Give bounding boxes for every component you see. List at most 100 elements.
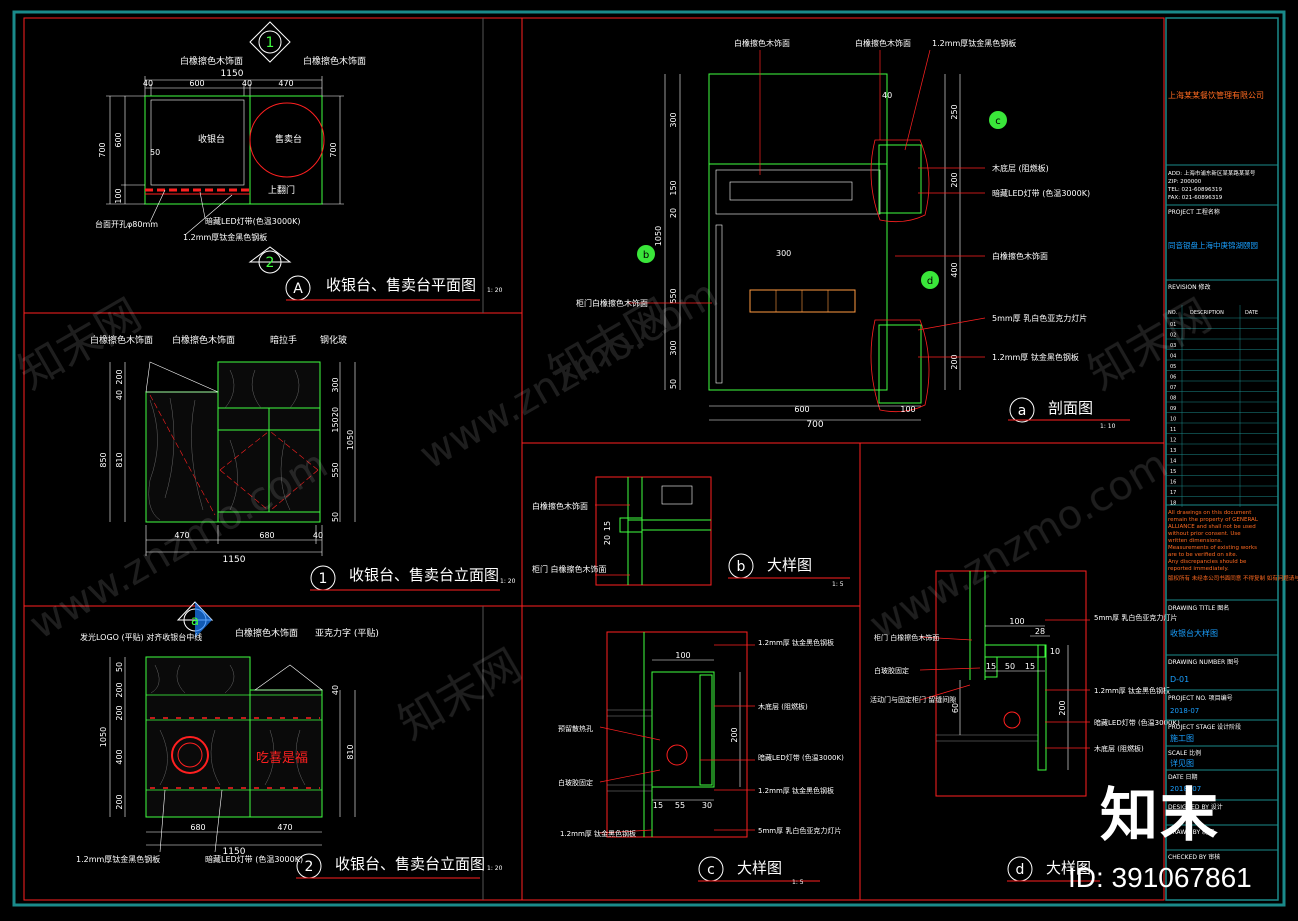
sec-label-door: 柜门白橡擦色木饰面 [576,298,648,308]
elev1-dim-r1: 300 [331,377,340,392]
elev2-dim-l1: 50 [115,662,124,672]
detail-c-label-acrylic: 5mm厚 乳白色亚克力灯片 [758,826,841,835]
tb-project-no: 2018-07 [1170,707,1199,715]
detail-d-label-steel: 1.2mm厚 钛金黑色钢板 [1094,686,1170,695]
tb-company: 上海某某餐饮管理有限公司 [1168,90,1264,100]
rev-col-0: NO. [1168,310,1177,316]
elev1-dim-r2: 20 [331,407,340,417]
detail-c-label-steel1: 1.2mm厚 钛金黑色钢板 [758,638,834,647]
sec-label-acrylic: 5mm厚 乳白色亚克力灯片 [992,313,1087,323]
elev2-dim-lt: 1050 [99,727,108,747]
elev2-dimlines [109,657,356,846]
sec-badge: a [1018,403,1027,419]
plan-dim-seg2: 600 [189,79,204,88]
sec-dim-lt: 1050 [654,226,663,246]
tb-project-label: PROJECT 工程名称 [1168,208,1220,216]
plan-label-cashier: 收银台 [198,133,225,145]
elev2-label-light: 暗藏LED灯带 (色温3000K) [205,854,303,864]
elev1-dim-r4: 550 [331,462,340,477]
elev2-wood-grain [150,664,306,786]
tb-checked-label: CHECKED BY 审核 [1168,853,1220,861]
watermark-id: ID: 391067861 [1068,862,1252,893]
elev1-label-glass: 钢化玻 [320,334,347,346]
detail-d-label-fix: 白玻胶固定 [874,666,909,675]
elev1-dim-l3: 810 [115,452,124,467]
sec-ref-c: c [995,116,1001,127]
tb-scale: 详见图 [1170,758,1194,768]
detail-b-label-door: 柜门 白橡擦色木饰面 [532,564,607,574]
rev-col-2: DATE [1245,310,1258,316]
detail-d-label-door: 柜门 白橡擦色木饰面 [874,633,939,642]
rev-row: 15 [1170,469,1176,475]
detail-d-label-acrylic: 5mm厚 乳白色亚克力灯片 [1094,613,1177,622]
elev2-front-panel [145,656,251,818]
elev1-dim-l1: 200 [115,369,124,384]
elevation-1-view: 白橡擦色木饰面 白橡擦色木饰面 暗拉手 钢化玻 470 680 40 1150 [90,334,516,591]
title-block: 上海某某餐饮管理有限公司 ADD: 上海市浦东新区某某路某某号 ZIP: 200… [1165,17,1298,901]
detail-c-frame [606,631,748,838]
elev2-dim-r1: 40 [331,685,340,695]
plan-dim-seg1: 40 [143,79,153,88]
sec-dim-l3: 20 [669,208,678,218]
tb-design-label: DESIGNED BY 设计 [1168,803,1223,811]
sec-dim-mid: 300 [776,249,791,258]
detail-c-light-symbol [666,744,688,766]
sec-detail-d-box [878,324,922,404]
detail-d-dim-c: 15 [1025,662,1035,671]
plan-material-left: 白橡擦色木饰面 [180,55,243,67]
sec-ref-b: b [643,250,649,261]
plan-note-steel: 1.2mm厚钛金黑色钢板 [183,232,267,242]
tb-date-label: DATE 日期 [1168,773,1198,781]
elev1-scale: 1: 20 [500,578,516,585]
drawing-frame [23,17,1165,901]
sec-label-steel-bot: 1.2mm厚 钛金黑色钢板 [992,352,1079,362]
sec-detail-c-box [878,144,922,214]
detail-d-dim-e: 60 [951,703,960,713]
elev2-dim-l3: 200 [115,705,124,720]
sec-dim-l6: 50 [669,379,678,389]
elev1-dim-l2: 40 [115,390,124,400]
sec-drawer-row [749,289,856,313]
detail-c-dim-top: 100 [675,651,690,660]
plan-dim-seg4: 470 [278,79,293,88]
tb-date: 2018. 07 [1170,785,1201,793]
detail-b-frame [595,476,712,586]
plan-dim-seg3: 40 [242,79,252,88]
sec-ref-b-marker [637,245,655,263]
tb-project-no-label: PROJECT NO. 项目编号 [1168,694,1233,702]
sec-dim-bt: 700 [806,420,823,430]
elev2-dim-l5: 200 [115,794,124,809]
detail-d-dim-d: 10 [1050,647,1060,656]
sec-dim-b2: 100 [900,405,915,414]
rev-row: 06 [1170,375,1176,381]
sec-body [708,163,888,391]
plan-note-hole: 台面开孔φ80mm [95,219,158,229]
detail-d-label-led: 暗藏LED灯带 (色温3000K) [1094,718,1180,727]
tb-stage-label: PROJECT STAGE 设计阶段 [1168,723,1241,731]
section-view: 白橡擦色木饰面 白橡擦色木饰面 1.2mm厚钛金黑色钢板 300 150 20 … [576,38,1130,430]
rev-row: 12 [1170,438,1176,444]
elev1-dim-r5: 50 [331,512,340,522]
elev2-label-steel: 1.2mm厚钛金黑色钢板 [76,854,160,864]
tb-scale-label: SCALE 比例 [1168,749,1201,757]
elev2-dim-total: 1150 [223,847,246,857]
tb-project-name: 同音银盘上海中庚锦湖颐园 [1168,240,1258,250]
rev-row: 04 [1170,354,1176,360]
rev-row: 11 [1170,427,1176,433]
detail-c-label-led: 暗藏LED灯带 (色温3000K) [758,753,844,762]
detail-d-dim-top: 100 [1009,617,1024,626]
sec-dim-t1: 40 [882,91,892,100]
detail-c-dim-b2: 55 [675,801,685,810]
detail-c-label-steel3: 1.2mm厚 钛金黑色钢板 [560,829,636,838]
rev-col-1: DESCRIPTION [1190,310,1224,316]
elev1-material-1: 白橡擦色木饰面 [90,334,153,346]
elev2-logo-seal [171,736,209,774]
rev-row: 13 [1170,448,1176,454]
ref-a-label: a [191,614,199,629]
ref-marker-top: 1 [249,21,291,63]
sec-ref-c-marker [989,111,1007,129]
tb-stage: 施工图 [1170,733,1194,743]
